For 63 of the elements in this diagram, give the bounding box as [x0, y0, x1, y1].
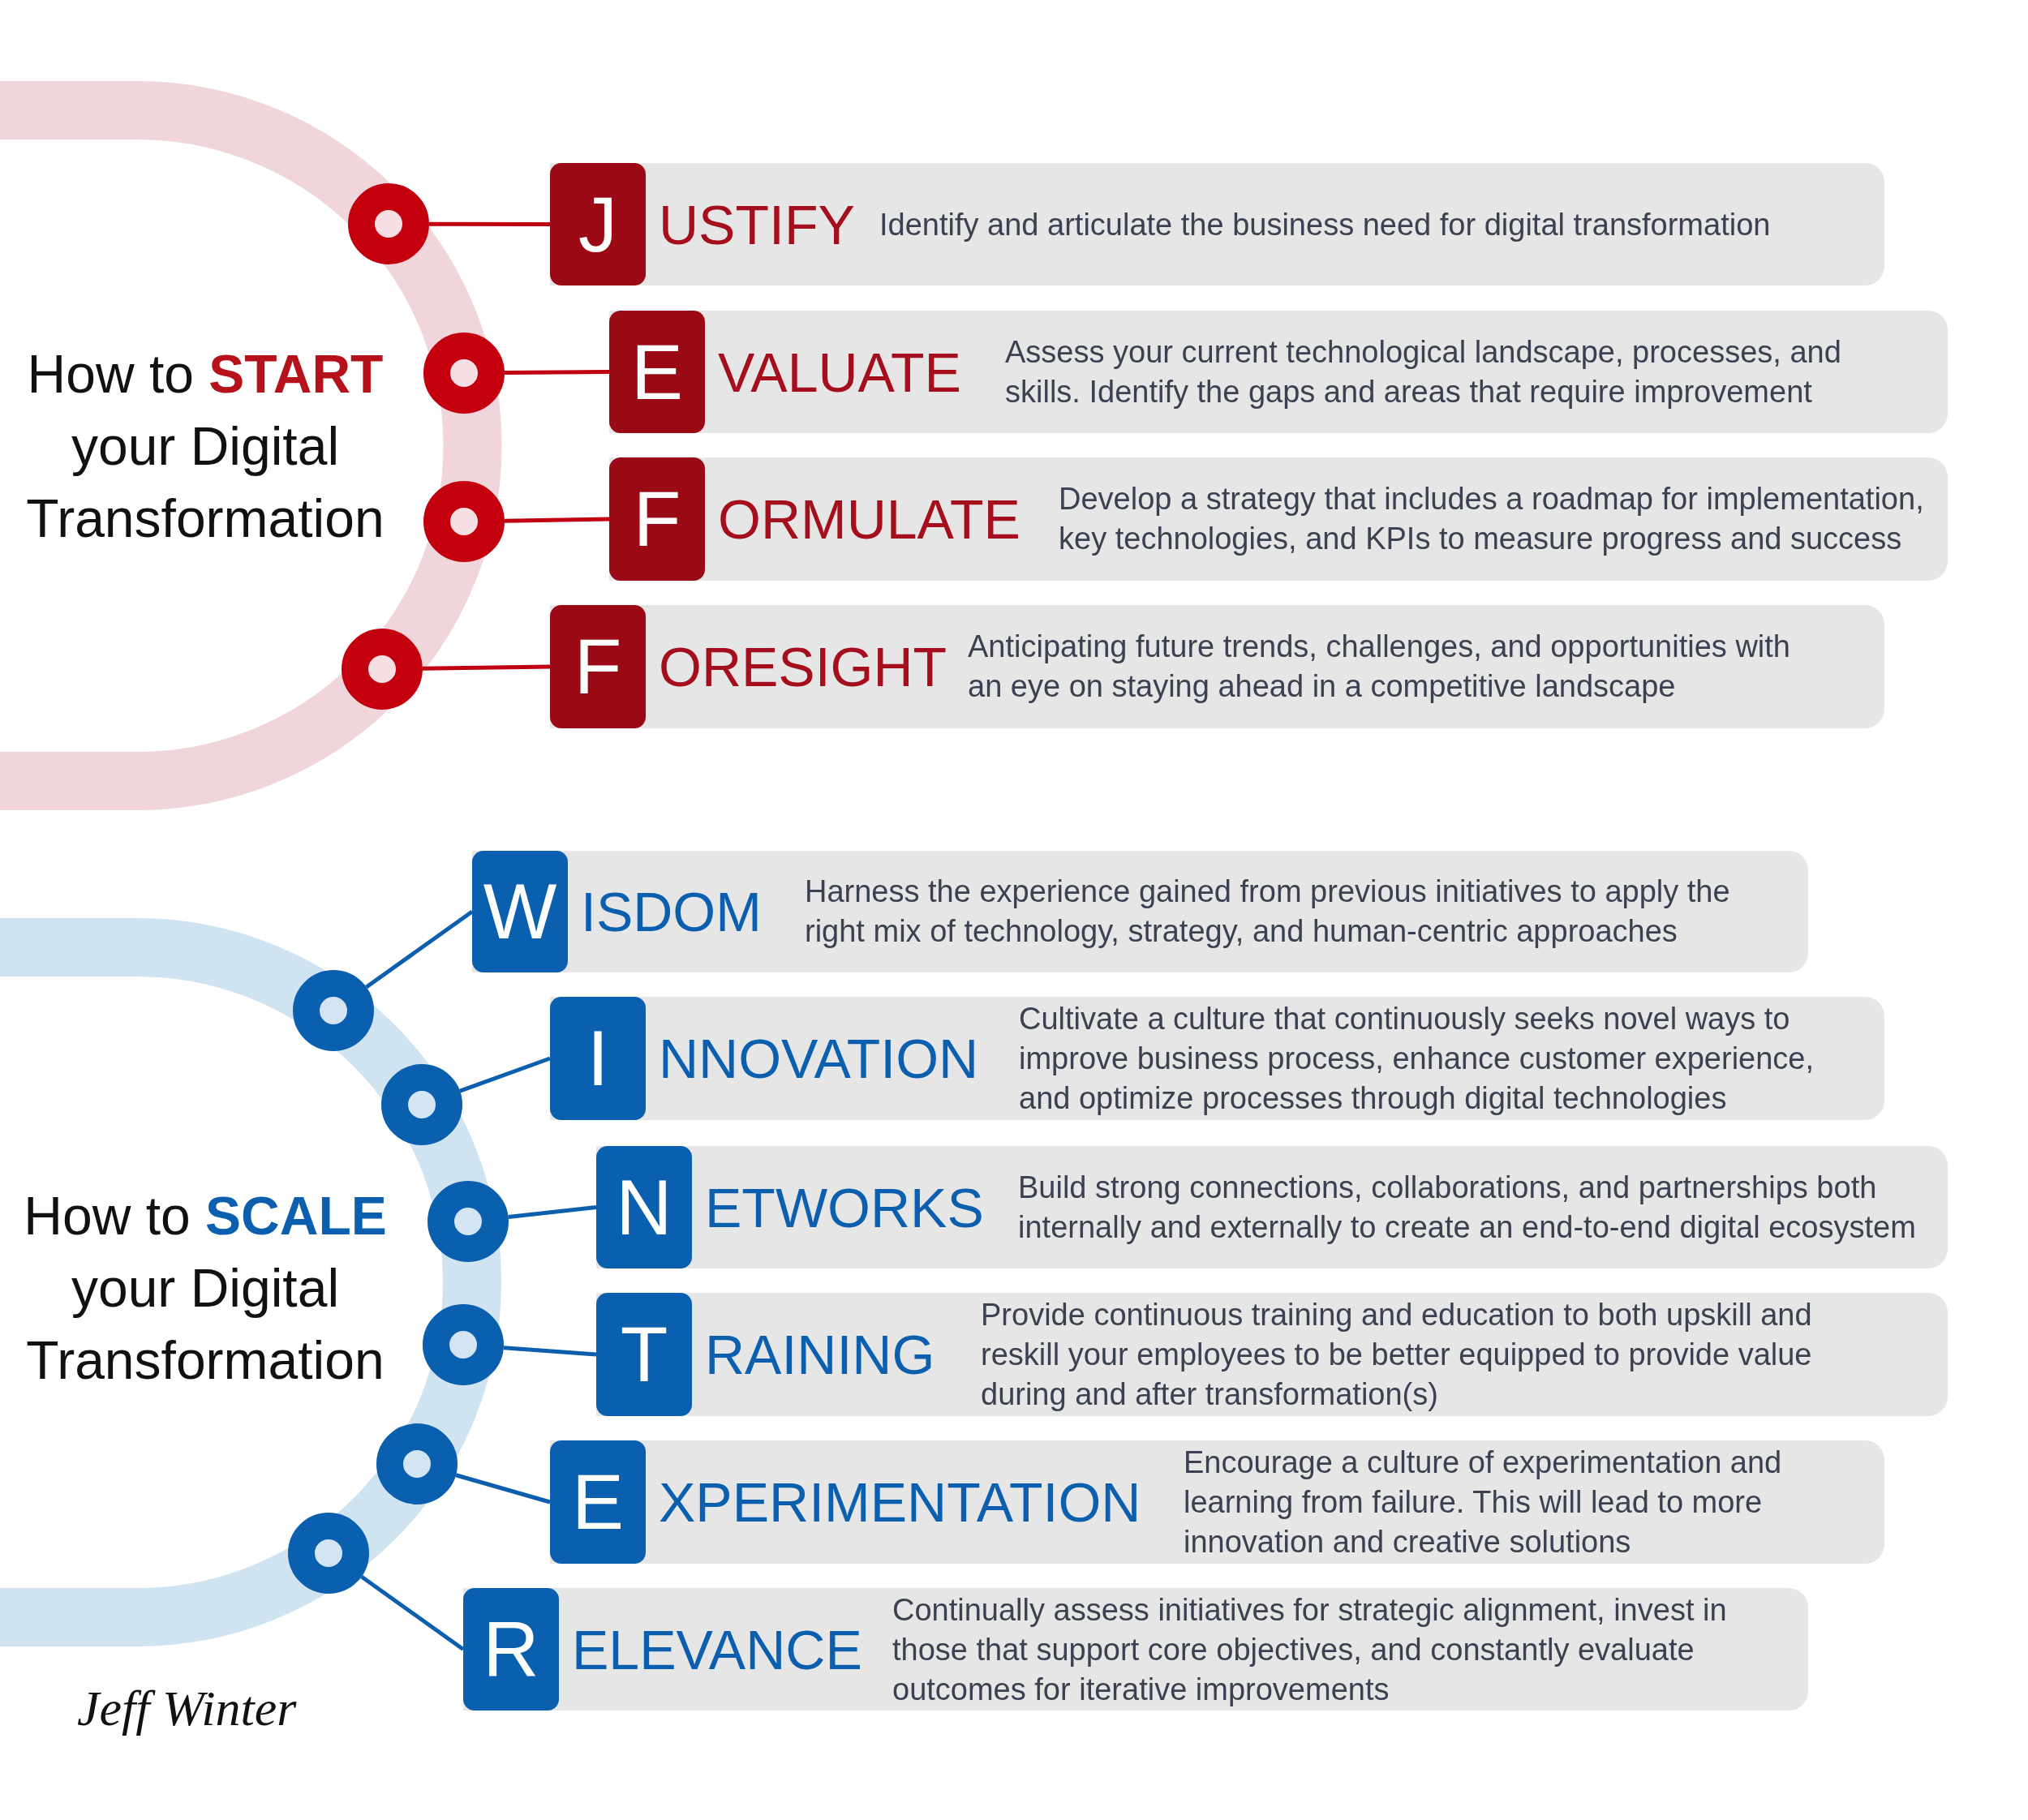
step-word: ORESIGHT	[659, 636, 947, 698]
step-word: ELEVANCE	[572, 1619, 862, 1680]
letter-tile: W	[472, 851, 568, 972]
ring-marker	[428, 1181, 509, 1262]
step-bar	[550, 997, 1884, 1120]
step-description: Cultivate a culture that continuously seeks novel ways to improve business process, enhance customer experience, and optimize processes through digital technologies	[1019, 1000, 1815, 1117]
section-heading: How to SCALE your Digital Transformation	[23, 1185, 388, 1392]
letter-tile: R	[463, 1588, 559, 1711]
letter-tile: J	[550, 163, 646, 285]
step-bar	[463, 1588, 1808, 1711]
connector-line	[505, 370, 609, 376]
ring-marker	[423, 333, 505, 414]
step-bar	[596, 1293, 1948, 1416]
step-word: VALUATE	[718, 341, 961, 402]
step-word: XPERIMENTATION	[659, 1471, 1141, 1533]
connector-line	[422, 664, 551, 671]
ring-marker	[381, 1064, 462, 1145]
step-word: ETWORKS	[705, 1177, 984, 1238]
step-description: Develop a strategy that includes a roadmap for implementation, key technologies, and KPIs to measure progress and success	[1059, 481, 1925, 557]
step-bar	[472, 851, 1808, 972]
step-bar	[609, 311, 1948, 433]
ring-marker	[423, 481, 505, 562]
step-word: NNOVATION	[659, 1028, 979, 1089]
letter-tile: F	[550, 605, 646, 728]
step-bar	[609, 457, 1948, 581]
step-description: Build strong connections, collaborations, and partnerships both internally and externally to create an end-to-end digital ecosystem	[1018, 1169, 1917, 1246]
connector-line	[365, 909, 474, 989]
connector-line	[429, 221, 550, 226]
connector-line	[459, 1056, 551, 1093]
step-bar	[550, 1440, 1884, 1564]
connector-line	[455, 1473, 551, 1505]
step-word: ISDOM	[581, 881, 762, 942]
step-word: USTIFY	[659, 194, 855, 255]
letter-tile: E	[609, 311, 705, 433]
connector-line	[504, 517, 610, 523]
letter-tile: I	[550, 997, 646, 1120]
ring-marker	[288, 1513, 369, 1594]
ring-marker	[423, 1304, 504, 1385]
connector-line	[360, 1575, 465, 1651]
step-description: Anticipating future trends, challenges, and opportunities with an eye on staying ahead in a competitive landscape	[968, 629, 1791, 705]
step-bar	[550, 163, 1884, 285]
step-description: Provide continuous training and education to both upskill and reskill your employees to be better equipped to provide value during and after transformation(s)	[981, 1296, 1813, 1413]
letter-tile: F	[609, 457, 705, 581]
step-description: Harness the experience gained from previous initiatives to apply the right mix of technology, strategy, and human-centric approaches	[805, 874, 1731, 950]
ring-marker	[348, 183, 429, 264]
step-word: RAINING	[705, 1324, 935, 1385]
step-description: Continually assess initiatives for strategic alignment, invest in those that support core objectives, and constantly evaluate outcomes for iterative improvements	[892, 1591, 1728, 1708]
connector-line	[503, 1346, 597, 1357]
letter-tile: N	[596, 1146, 692, 1268]
letter-tile: E	[550, 1440, 646, 1564]
ring-marker	[342, 629, 423, 710]
step-description: Encourage a culture of experimentation and learning from failure. This will lead to more innovation and creative solutions	[1184, 1444, 1783, 1560]
letter-tile: T	[596, 1293, 692, 1416]
connector-line	[508, 1205, 597, 1219]
step-description: Assess your current technological landscape, processes, and skills. Identify the gaps and areas that require improvement	[1005, 333, 1842, 410]
ring-marker	[376, 1423, 458, 1505]
section-heading: How to START your Digital Transformation	[25, 343, 385, 550]
step-bar	[550, 605, 1884, 728]
signature: Jeff Winter	[77, 1680, 297, 1736]
ring-marker	[293, 970, 374, 1051]
step-bar	[596, 1146, 1948, 1268]
step-word: ORMULATE	[718, 488, 1020, 550]
step-description: Identify and articulate the business need for digital transformation	[879, 206, 1772, 243]
